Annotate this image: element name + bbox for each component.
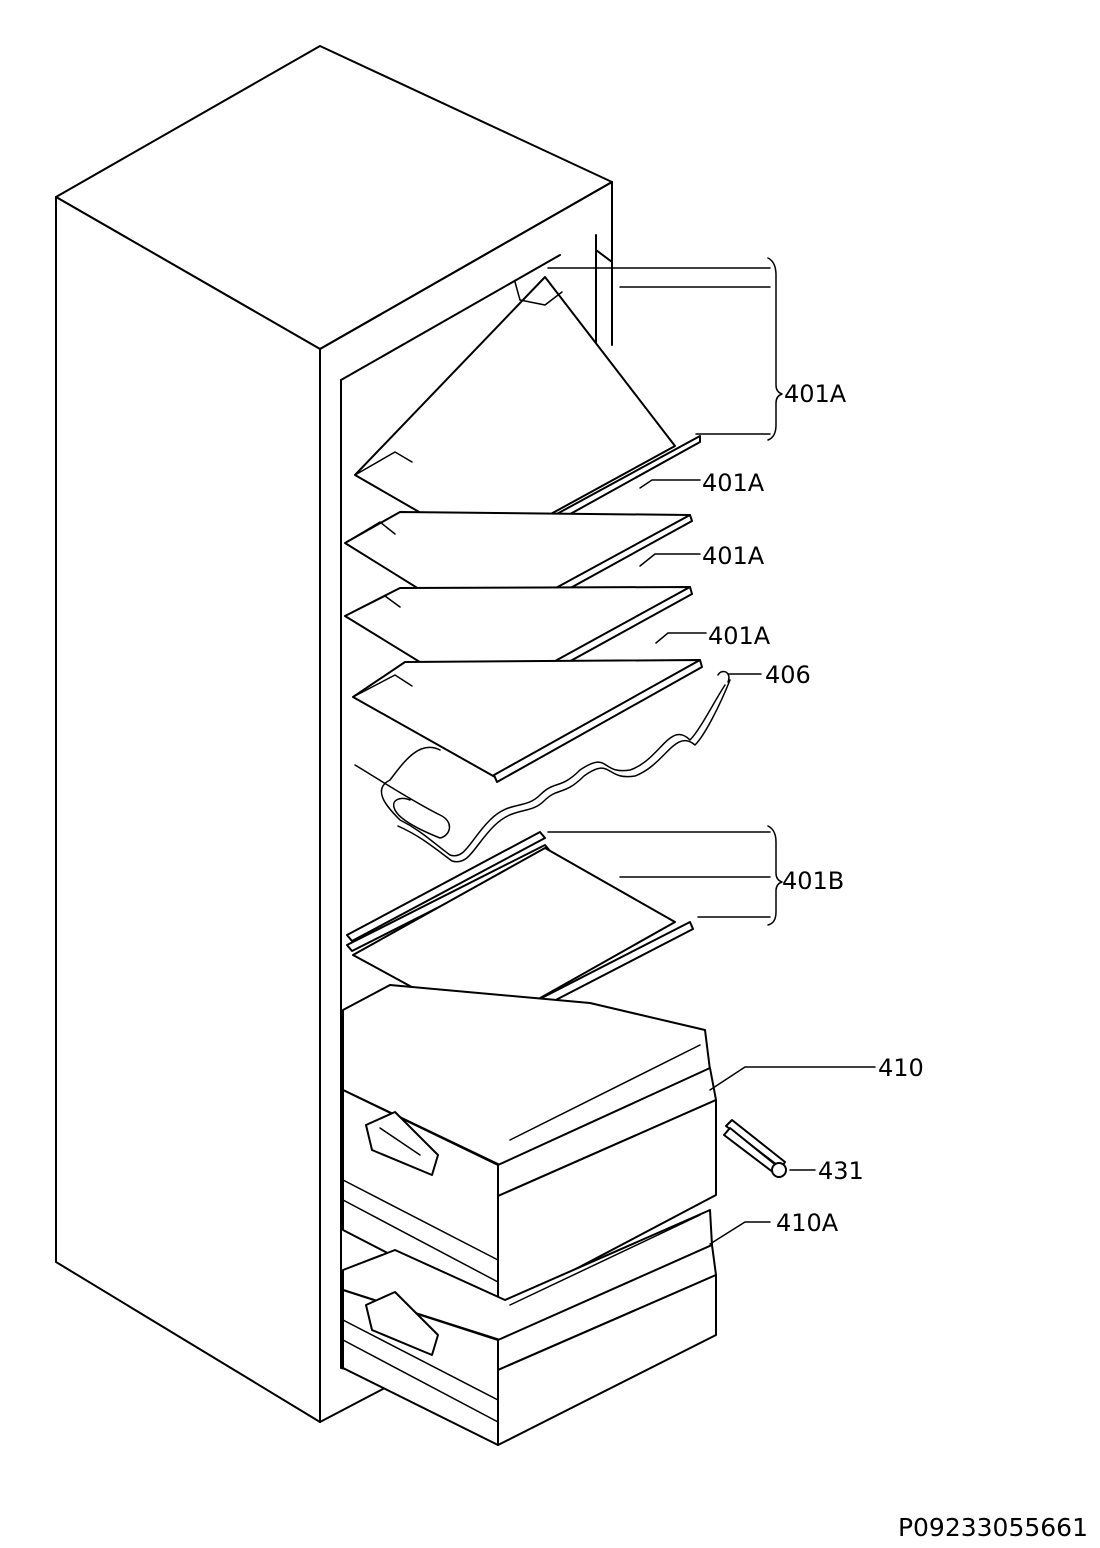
- label-401b: 401B: [782, 867, 844, 895]
- label-401a-4: 401A: [708, 622, 771, 650]
- wire-406: [354, 670, 731, 863]
- bracket-401a: [767, 257, 783, 441]
- glass-shelf-1: [354, 276, 701, 559]
- cabinet-side: [55, 196, 321, 1423]
- leader-lines: [547, 257, 876, 1245]
- label-401a-2: 401A: [702, 469, 765, 497]
- label-410: 410: [878, 1054, 924, 1082]
- glass-shelf-401b: [346, 831, 694, 1035]
- drawing-code: P09233055661: [898, 1513, 1088, 1542]
- rail-431: [723, 1119, 787, 1178]
- label-401a-3: 401A: [702, 542, 765, 570]
- drawer-410: [342, 984, 717, 1311]
- label-401a-group: 401A: [784, 380, 847, 408]
- label-431: 431: [818, 1157, 864, 1185]
- bracket-401b: [767, 825, 783, 926]
- label-410a: 410A: [776, 1209, 839, 1237]
- label-406: 406: [765, 661, 811, 689]
- drawer-410a: [342, 1209, 717, 1446]
- glass-shelf-4: [352, 659, 703, 783]
- cabinet: [55, 45, 613, 1423]
- part-labels: 401A 401A 401A 401A 406 401B 410 431 410…: [702, 380, 924, 1237]
